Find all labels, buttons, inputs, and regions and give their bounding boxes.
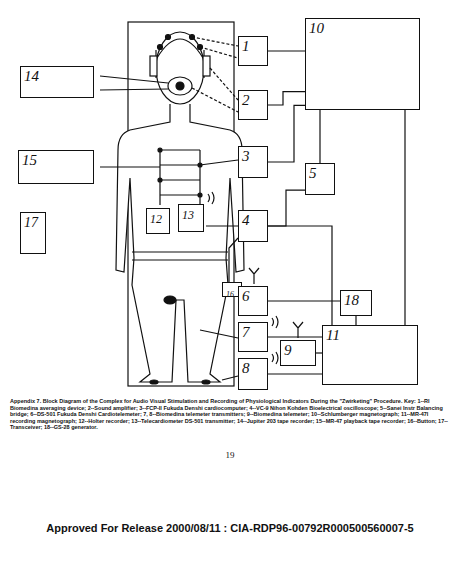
lead-wire bbox=[100, 160, 238, 380]
tube bbox=[100, 76, 168, 90]
device-box: 6 bbox=[238, 286, 268, 316]
page-number: 19 bbox=[0, 450, 460, 460]
mask bbox=[168, 77, 192, 95]
box-number: 9 bbox=[281, 341, 295, 360]
connector-line bbox=[404, 110, 405, 325]
box-number: 7 bbox=[239, 323, 253, 342]
box-number: 4 bbox=[239, 211, 253, 230]
device-box: 4 bbox=[238, 210, 268, 242]
device-box: 3 bbox=[238, 146, 268, 178]
belt bbox=[132, 252, 228, 260]
connector-line bbox=[268, 92, 305, 105]
thigh-sensor bbox=[164, 296, 176, 304]
device-box: 2 bbox=[238, 90, 268, 120]
box-number: 1 bbox=[239, 37, 253, 56]
device-box: 10 bbox=[305, 18, 420, 110]
device-box: 15 bbox=[18, 150, 94, 184]
device-box: 1 bbox=[238, 36, 268, 66]
box-number: 17 bbox=[21, 214, 41, 231]
connector-line bbox=[319, 110, 320, 163]
release-stamp: Approved For Release 2000/08/11 : CIA-RD… bbox=[0, 522, 460, 534]
device-box: 9 bbox=[280, 340, 316, 366]
box-number: 15 bbox=[19, 151, 40, 170]
foot-electrode bbox=[202, 380, 210, 384]
radio-wave-symbol bbox=[208, 192, 214, 204]
ear-piece bbox=[150, 56, 157, 76]
device-box: 12 bbox=[146, 208, 170, 234]
body-outline bbox=[116, 104, 244, 382]
box-number: 6 bbox=[239, 287, 253, 306]
foot-electrode bbox=[150, 380, 158, 384]
device-box: 11 bbox=[322, 325, 418, 385]
connector-line bbox=[268, 336, 322, 337]
antenna-symbol bbox=[249, 268, 259, 284]
box-number: 11 bbox=[323, 326, 343, 345]
connector-line bbox=[268, 190, 305, 226]
box-number: 12 bbox=[147, 212, 165, 227]
box-number: 10 bbox=[306, 19, 327, 38]
figure-caption: Appendix 7. Block Diagram of the Complex… bbox=[10, 398, 450, 431]
device-box: 14 bbox=[20, 66, 94, 98]
box-number: 16 bbox=[223, 290, 237, 301]
connector-line bbox=[268, 226, 332, 325]
device-box: 5 bbox=[305, 163, 335, 195]
device-box: 17 bbox=[20, 212, 46, 254]
electrode bbox=[166, 35, 171, 40]
device-box: 7 bbox=[238, 322, 268, 352]
device-box: 8 bbox=[238, 358, 268, 390]
connector-line bbox=[268, 300, 340, 301]
radio-wave-symbol bbox=[272, 352, 278, 364]
box-number: 13 bbox=[179, 208, 197, 223]
electrode bbox=[158, 148, 162, 152]
box-number: 2 bbox=[239, 91, 253, 110]
radio-wave-symbol bbox=[272, 316, 278, 328]
box-number: 8 bbox=[239, 359, 253, 378]
device-box: 18 bbox=[340, 290, 372, 316]
ear-piece bbox=[203, 56, 210, 76]
mouthpiece bbox=[176, 82, 184, 90]
box-number: 18 bbox=[341, 291, 362, 310]
box-number: 14 bbox=[21, 67, 42, 86]
chest-electrodes bbox=[160, 150, 200, 205]
box-number: 3 bbox=[239, 147, 253, 166]
antenna-symbol bbox=[293, 322, 303, 338]
device-box: 13 bbox=[178, 204, 204, 232]
electrode bbox=[158, 178, 162, 182]
helmet bbox=[156, 39, 204, 78]
head-outline bbox=[156, 32, 204, 104]
connector-line bbox=[268, 50, 305, 51]
box-number: 5 bbox=[306, 164, 320, 183]
electrode bbox=[158, 45, 163, 50]
lead-wire bbox=[192, 37, 238, 112]
connector-line bbox=[268, 105, 305, 162]
connector-line bbox=[268, 373, 322, 374]
connector-line bbox=[355, 316, 356, 325]
electrode bbox=[198, 193, 202, 197]
